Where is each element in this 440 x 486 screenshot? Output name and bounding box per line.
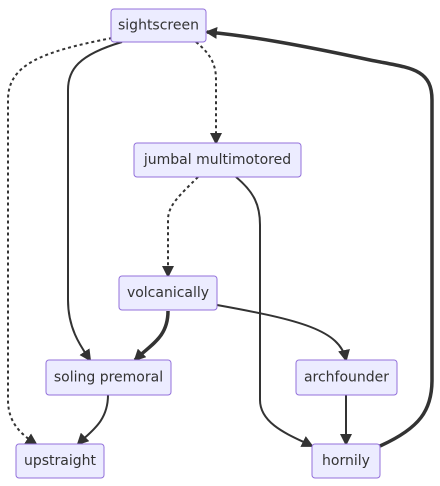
edge-sightscreen-to-jumbal <box>195 41 222 145</box>
edge-volcanically-to-soling <box>133 310 170 362</box>
node-label: volcanically <box>127 285 209 301</box>
node-volcanically[interactable]: volcanically <box>118 275 218 311</box>
node-label: archfounder <box>304 370 389 386</box>
node-hornily[interactable]: hornily <box>311 443 381 479</box>
node-label: soling premoral <box>54 370 163 386</box>
edge-jumbal-to-hornily <box>235 176 314 447</box>
node-label: hornily <box>322 453 370 469</box>
edge-hornily-to-sightscreen <box>205 26 434 448</box>
node-sightscreen[interactable]: sightscreen <box>110 8 207 43</box>
node-label: upstraight <box>24 453 97 469</box>
node-jumbal-multimotored[interactable]: jumbal multimotored <box>133 142 302 178</box>
edge-jumbal-to-volcanically <box>162 176 199 278</box>
node-archfounder[interactable]: archfounder <box>295 359 398 396</box>
edge-volcanically-to-archfounder <box>216 304 350 362</box>
node-label: jumbal multimotored <box>143 152 291 168</box>
edge-soling-to-upstraight <box>76 394 109 446</box>
nodes-layer: sightscreen jumbal multimotored volcanic… <box>15 8 398 479</box>
edge-sightscreen-to-soling <box>67 41 123 362</box>
edges-layer <box>7 26 434 448</box>
edge-sightscreen-to-upstraight <box>7 37 113 446</box>
node-upstraight[interactable]: upstraight <box>15 443 105 479</box>
node-label: sightscreen <box>118 18 199 34</box>
node-soling-premoral[interactable]: soling premoral <box>45 359 172 396</box>
